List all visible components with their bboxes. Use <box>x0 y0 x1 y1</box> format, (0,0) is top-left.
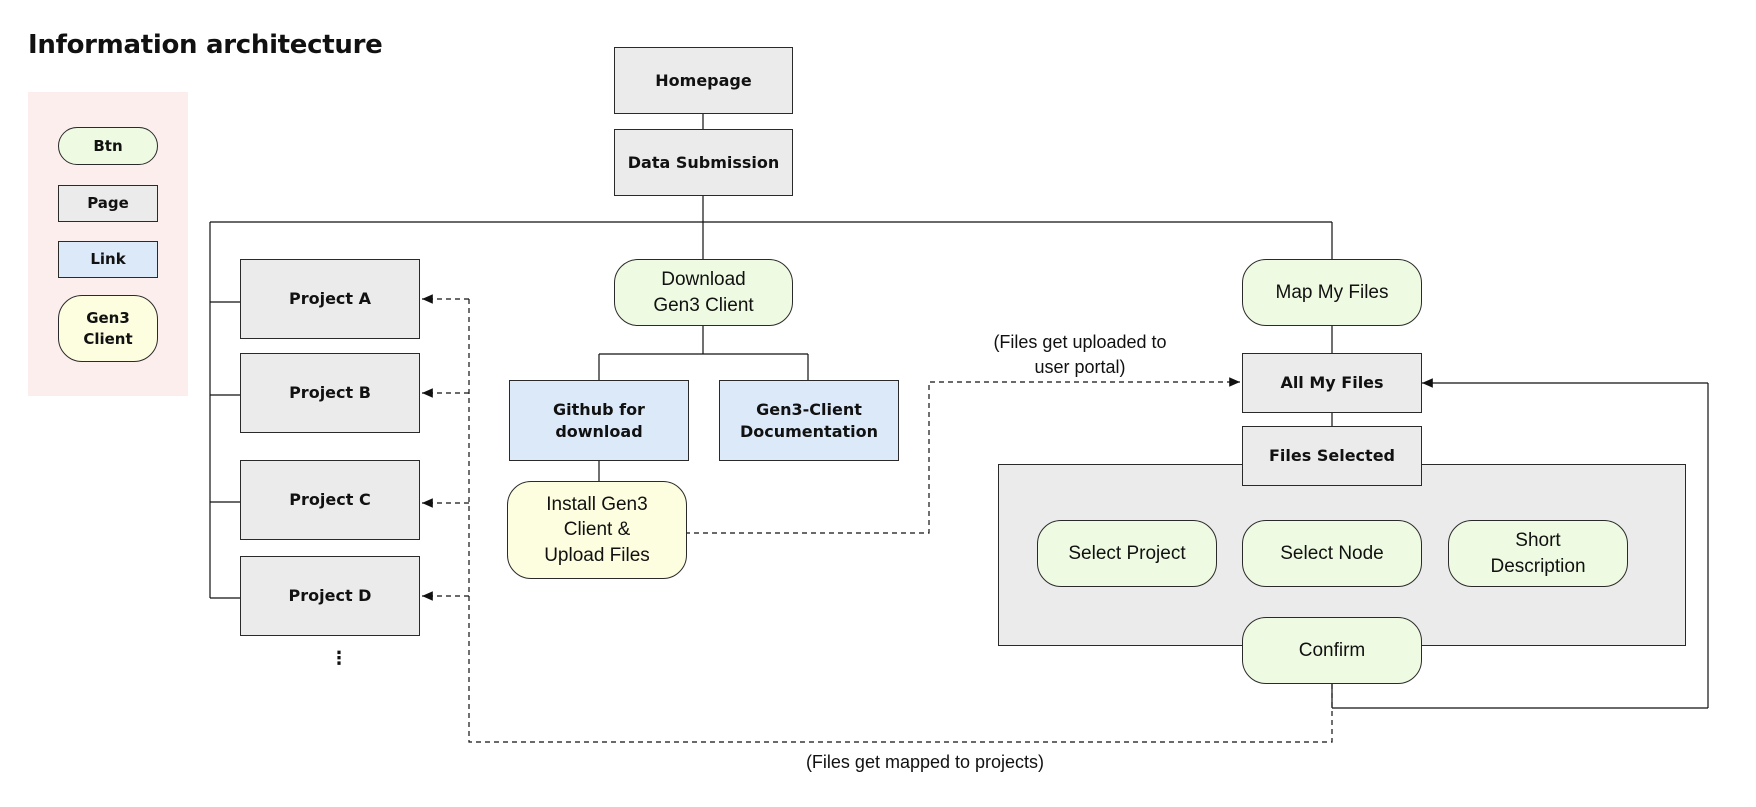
diagram-title: Information architecture <box>28 30 383 60</box>
download-gen3-client-button[interactable]: Download Gen3 Client <box>614 259 793 326</box>
confirm-button[interactable]: Confirm <box>1242 617 1422 684</box>
legend-gen3-client: Gen3 Client <box>58 295 158 362</box>
all-my-files-node[interactable]: All My Files <box>1242 353 1422 413</box>
homepage-node[interactable]: Homepage <box>614 47 793 114</box>
files-mapped-note: (Files get mapped to projects) <box>805 752 1045 772</box>
legend-btn: Btn <box>58 127 158 165</box>
data-submission-node[interactable]: Data Submission <box>614 129 793 196</box>
install-gen3-client-node: Install Gen3 Client & Upload Files <box>507 481 687 579</box>
select-project-button[interactable]: Select Project <box>1037 520 1217 587</box>
project-c-node[interactable]: Project C <box>240 460 420 540</box>
gen3-client-documentation-link[interactable]: Gen3-Client Documentation <box>719 380 899 461</box>
legend-page: Page <box>58 185 158 222</box>
map-my-files-button[interactable]: Map My Files <box>1242 259 1422 326</box>
legend-link: Link <box>58 241 158 278</box>
files-selected-node[interactable]: Files Selected <box>1242 426 1422 486</box>
more-projects-ellipsis: ⋮ <box>330 648 348 669</box>
select-node-button[interactable]: Select Node <box>1242 520 1422 587</box>
project-b-node[interactable]: Project B <box>240 353 420 433</box>
project-d-node[interactable]: Project D <box>240 556 420 636</box>
short-description-button[interactable]: Short Description <box>1448 520 1628 587</box>
github-download-link[interactable]: Github for download <box>509 380 689 461</box>
files-uploaded-note: (Files get uploaded to user portal) <box>993 332 1167 378</box>
project-a-node[interactable]: Project A <box>240 259 420 339</box>
